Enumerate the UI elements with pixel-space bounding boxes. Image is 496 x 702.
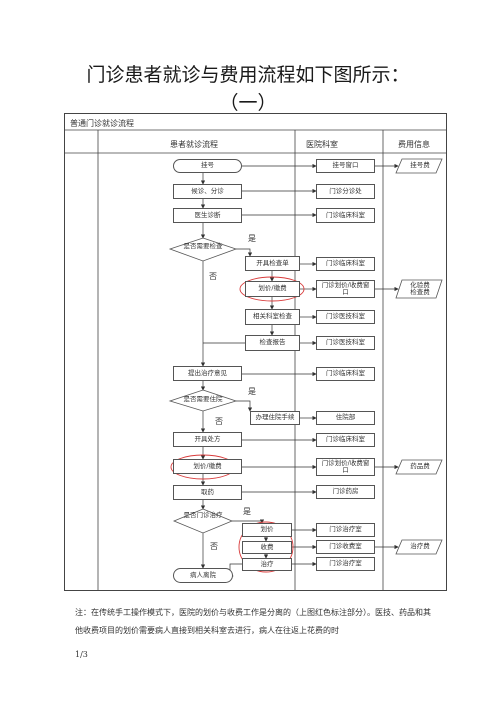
dept-clinical-4: 门诊临床科室 — [316, 433, 375, 447]
flow-table-frame — [64, 113, 447, 591]
dept-clinical-3: 门诊临床科室 — [316, 367, 375, 381]
node-get-medicine: 取药 — [173, 485, 242, 500]
document-subtitle: （一） — [219, 92, 277, 114]
node-prescription: 开具处方 — [173, 432, 242, 447]
dept-charge-room: 门诊收费室 — [316, 540, 375, 554]
node-price-pay-2: 划价/缴费 — [173, 459, 242, 474]
dept-medtech-1: 门诊医技科室 — [316, 310, 375, 324]
node-patient-leaves: 病人离院 — [173, 568, 233, 583]
decision-need-exam: 是否需要检查 — [183, 242, 223, 250]
dept-medtech-2: 门诊医技科室 — [316, 336, 375, 350]
page-number: 1/3 — [75, 650, 88, 659]
table-caption: 普通门诊就诊流程 — [70, 119, 134, 128]
dept-inpatient: 住院部 — [316, 411, 375, 425]
node-charge: 收费 — [242, 541, 292, 554]
node-exam-report: 检查报告 — [245, 335, 300, 351]
node-admission-procedure: 办理住院手续 — [250, 411, 300, 425]
node-issue-exam-form: 开具检查单 — [245, 256, 300, 271]
label-yes-2: 是 — [248, 387, 256, 396]
decision-need-admission: 是否需要住院 — [183, 395, 223, 403]
label-no-3: 否 — [210, 542, 218, 551]
node-treatment-advice: 提出治疗意见 — [173, 366, 242, 381]
label-no-1: 否 — [209, 272, 217, 281]
footnote: 注：在传统手工操作模式下，医院的划价与收费工作是分离的（上图红色标注部分）。医技… — [75, 608, 431, 635]
node-pricing: 划价 — [242, 523, 292, 537]
label-yes-3: 是 — [243, 507, 251, 516]
dept-treatment-room-2: 门诊治疗室 — [316, 557, 375, 571]
fee-lab-exam: 化验费 检查费 — [410, 281, 430, 297]
node-treatment: 治疗 — [242, 558, 292, 571]
document-title: 门诊患者就诊与费用流程如下图所示： — [86, 64, 410, 86]
fee-registration: 挂号费 — [410, 161, 430, 169]
dept-pay-window-2: 门诊划价/收费窗口 — [316, 458, 375, 476]
column-header-patient: 患者就诊流程 — [170, 140, 218, 149]
dept-register-window: 挂号窗口 — [316, 159, 375, 173]
fee-medicine: 药品费 — [410, 462, 430, 470]
node-price-pay-1: 划价/缴费 — [245, 281, 300, 297]
label-yes-1: 是 — [248, 234, 256, 243]
node-register: 挂号 — [173, 159, 242, 173]
dept-pay-window-1: 门诊划价/收费窗口 — [316, 280, 375, 298]
node-doctor-diagnosis: 医生诊断 — [173, 208, 242, 223]
fee-treatment: 治疗费 — [410, 542, 430, 550]
decision-outpatient-treatment: 是否门诊治疗 — [183, 511, 223, 519]
dept-clinical-1: 门诊临床科室 — [316, 208, 375, 223]
label-no-2: 否 — [215, 417, 223, 426]
node-dept-exam: 相关科室检查 — [245, 309, 300, 325]
dept-treatment-room-1: 门诊治疗室 — [316, 523, 375, 537]
dept-clinical-2: 门诊临床科室 — [316, 257, 375, 271]
node-wait-triage: 候诊、分诊 — [173, 184, 242, 199]
dept-pharmacy: 门诊药房 — [316, 485, 375, 499]
column-header-dept: 医院科室 — [306, 140, 338, 149]
column-header-fee: 费用信息 — [398, 140, 430, 149]
dept-triage: 门诊分诊处 — [316, 184, 375, 199]
